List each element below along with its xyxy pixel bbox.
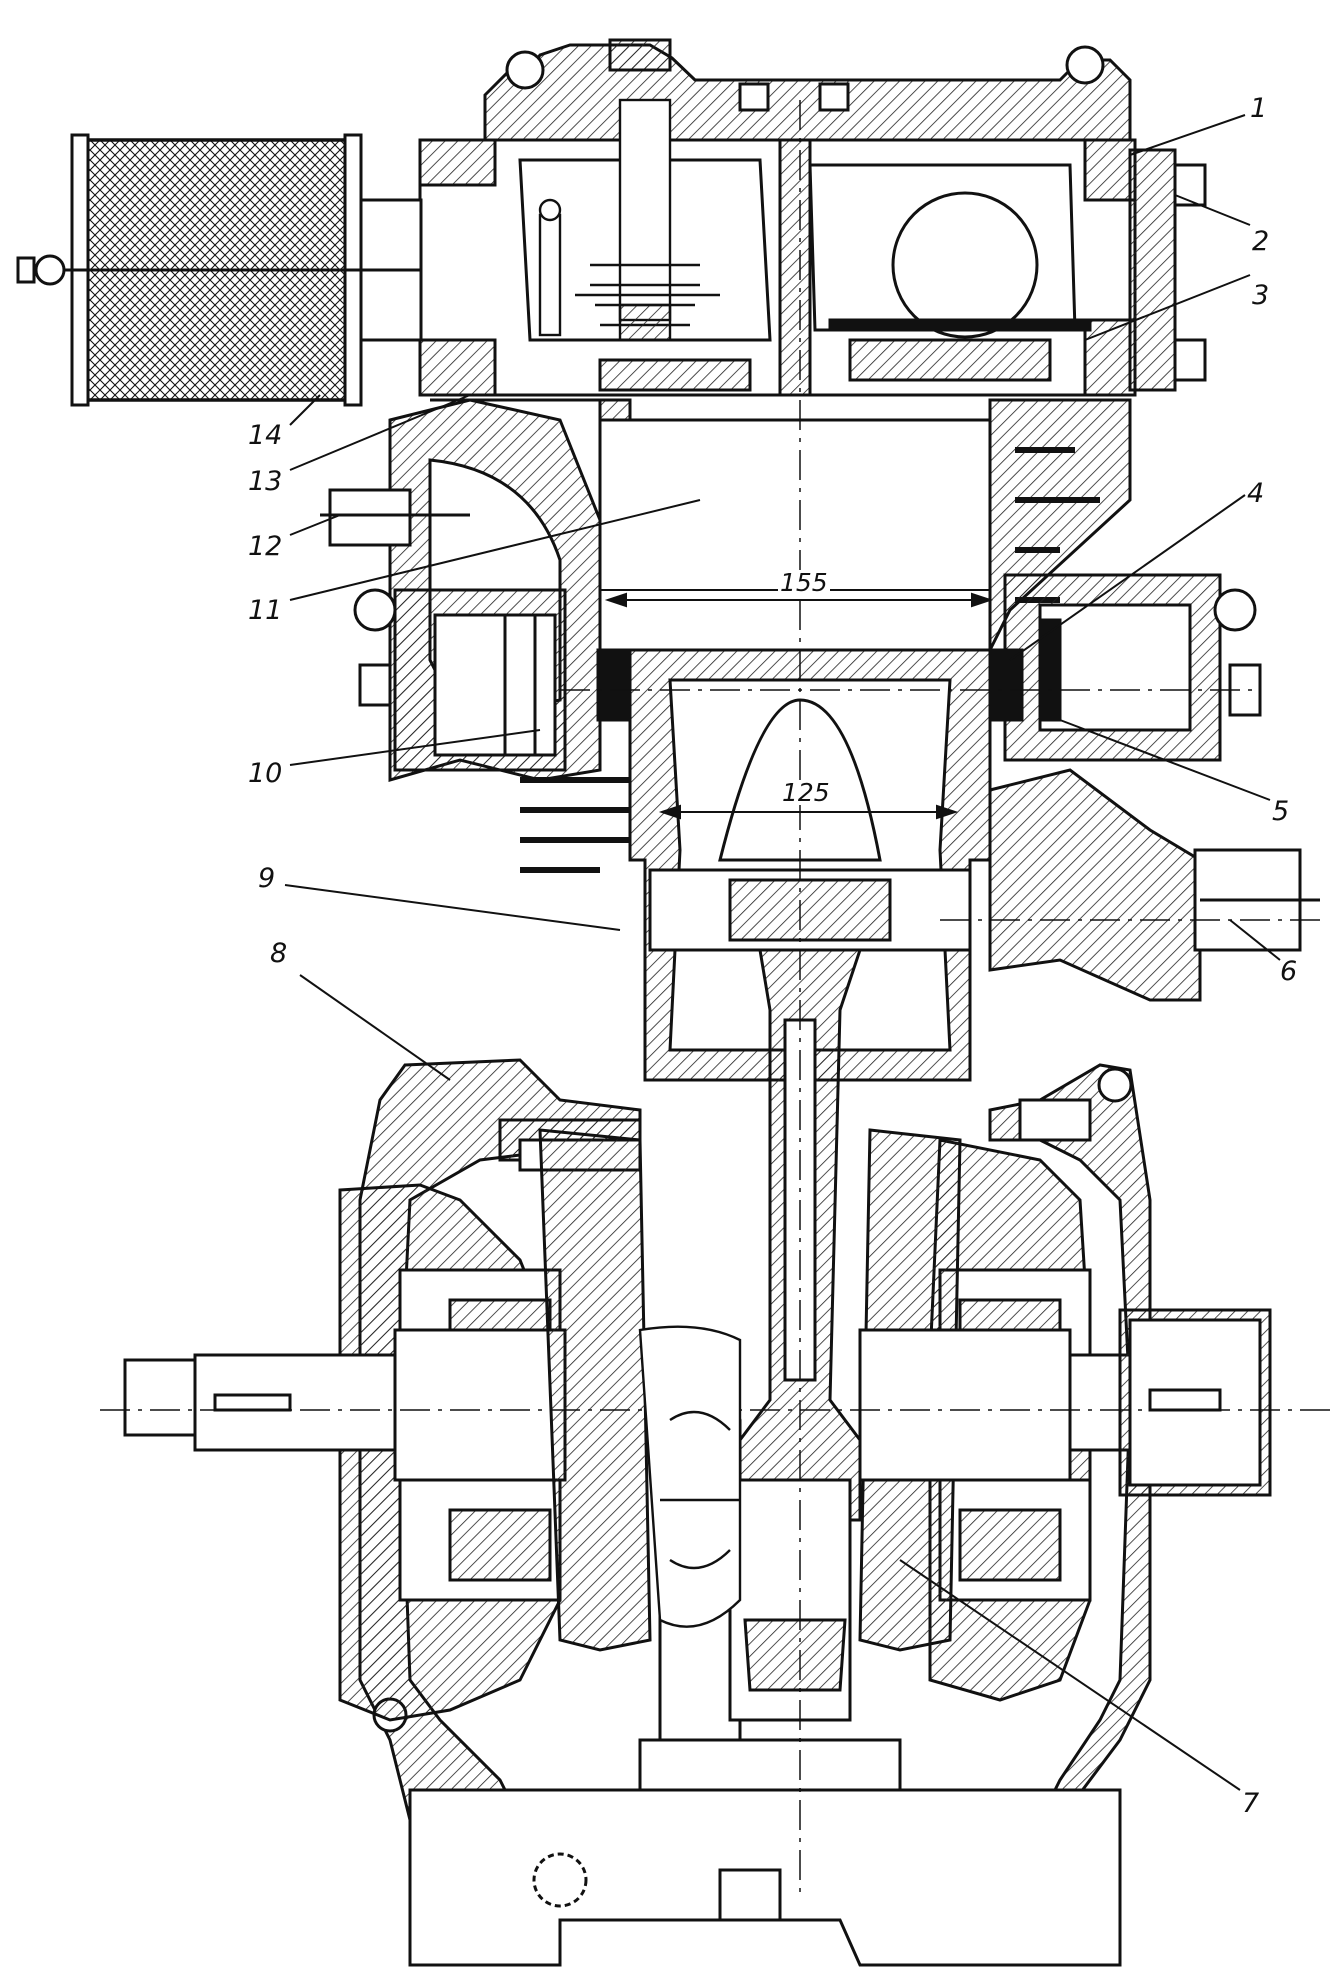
dimension-lines (604, 592, 994, 820)
side-valve-right (1003, 573, 1262, 762)
callout-label: 4 (1247, 478, 1265, 509)
callout-label: 8 (270, 938, 288, 969)
callout-label: 10 (248, 758, 283, 789)
side-valve-left (353, 588, 567, 772)
valve-spring-assembly (538, 98, 720, 342)
skirt-dimension-label: 125 (780, 778, 832, 807)
intake-pipe (320, 488, 470, 547)
discharge-outlet (988, 768, 1320, 1002)
callout-label: 13 (248, 466, 283, 497)
piston (596, 648, 1024, 1082)
callout-label: 7 (1242, 1788, 1260, 1819)
callout-label: 14 (248, 420, 283, 451)
callout-label: 11 (248, 595, 283, 626)
callout-label: 1 (1250, 93, 1268, 124)
callout-label: 12 (248, 531, 283, 562)
air-filter (16, 133, 423, 407)
cylinder-head (483, 38, 1132, 142)
callout-label: 5 (1272, 796, 1290, 827)
callout-label: 2 (1252, 226, 1270, 257)
bearing-left (338, 1183, 562, 1722)
callout-label: 9 (258, 863, 276, 894)
callout-label: 3 (1252, 280, 1270, 311)
bore-dimension-label: 155 (778, 568, 830, 597)
crank-web (638, 1325, 742, 1628)
leader-lines (284, 114, 1281, 1791)
base (408, 1788, 1122, 1967)
valve-chamber (418, 138, 1207, 397)
callout-label: 6 (1280, 956, 1298, 987)
